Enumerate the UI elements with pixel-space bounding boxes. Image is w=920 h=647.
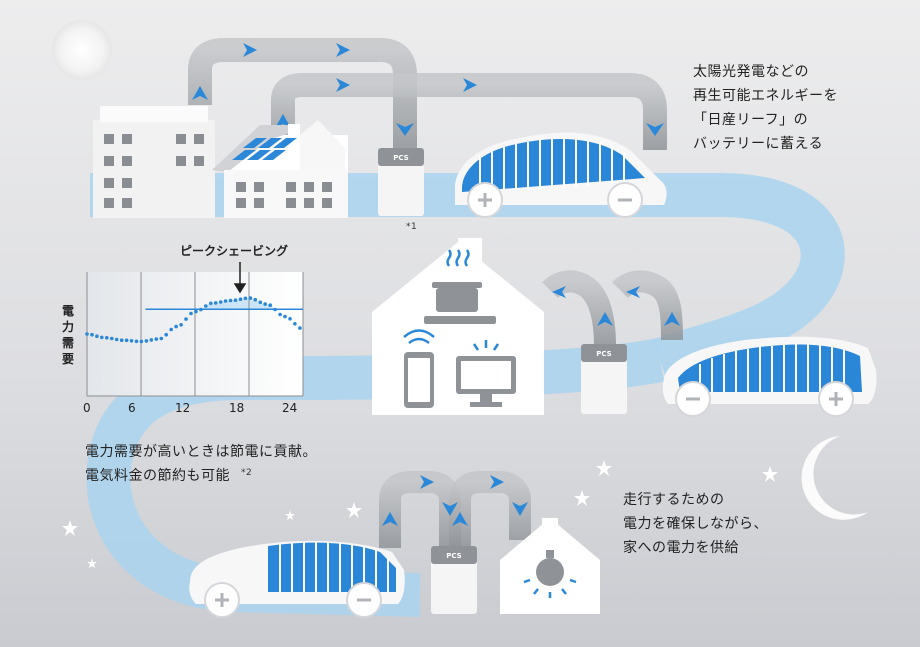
footnote-2: *2 — [241, 468, 253, 478]
star-icon — [62, 460, 778, 568]
moon-icon — [801, 436, 868, 520]
data-point — [90, 332, 94, 337]
power-pipes-bottom — [379, 471, 531, 548]
office-building — [93, 106, 215, 218]
data-point — [105, 336, 109, 340]
plus-icon — [829, 392, 843, 406]
steam-icon — [446, 249, 470, 267]
ev-car-2 — [662, 336, 877, 417]
sun-icon — [52, 20, 112, 80]
light-bulb-icon — [523, 550, 577, 598]
data-point — [248, 296, 253, 300]
data-point — [288, 317, 292, 321]
x-tick-4: 24 — [282, 401, 298, 415]
data-point — [114, 337, 119, 342]
pcs-unit-3 — [431, 546, 477, 614]
pcs-label-3: PCS — [446, 552, 461, 560]
x-tick-2: 12 — [175, 401, 191, 415]
chart-title: ピークシェービング — [180, 244, 289, 258]
data-point — [144, 339, 149, 343]
data-point — [298, 326, 302, 330]
data-point — [189, 311, 193, 316]
x-tick-0: 0 — [83, 401, 91, 415]
data-point — [213, 301, 218, 305]
arrow-icons-middle — [552, 286, 680, 326]
data-point — [273, 307, 277, 312]
data-point — [100, 335, 104, 340]
data-point — [204, 304, 208, 308]
data-point — [209, 301, 213, 306]
data-point — [154, 337, 159, 341]
arrow-down-icon — [233, 262, 247, 294]
data-point — [253, 297, 258, 302]
arrow-icons-bottom — [382, 475, 528, 526]
data-point — [149, 338, 154, 342]
data-point — [134, 339, 139, 344]
data-point — [95, 334, 99, 339]
power-pipes-top — [188, 38, 667, 150]
data-point — [243, 296, 248, 301]
data-point — [110, 336, 114, 341]
data-point — [268, 303, 273, 308]
data-point — [258, 300, 263, 305]
data-point — [223, 299, 228, 303]
data-point — [184, 317, 188, 321]
ev-car-3 — [189, 540, 405, 618]
monitor-icon — [456, 356, 516, 407]
data-point — [218, 300, 223, 304]
data-point — [199, 307, 203, 312]
x-tick-3: 18 — [229, 401, 245, 415]
data-point — [179, 323, 183, 327]
data-point — [278, 312, 282, 317]
caption-middle-left: 電力需要が高いときは節電に貢献。 電気料金の節約も可能 — [85, 444, 317, 484]
data-point — [119, 338, 124, 343]
data-point — [283, 314, 287, 319]
data-point — [139, 339, 144, 344]
smart-home — [372, 238, 544, 415]
data-point — [194, 309, 198, 314]
solar-panels — [232, 138, 297, 160]
data-point — [169, 327, 173, 332]
solar-house — [212, 120, 348, 218]
data-point — [228, 298, 233, 303]
ev-car-1 — [455, 132, 667, 218]
chart-ylabel: 電力需要 — [62, 304, 75, 366]
pcs-label-1: PCS — [393, 154, 408, 162]
smartphone-icon — [404, 352, 434, 408]
data-point — [164, 332, 168, 337]
plus-icon — [478, 193, 492, 207]
x-tick-1: 6 — [128, 401, 136, 415]
pcs-label-2: PCS — [596, 350, 611, 358]
pot-icon — [424, 282, 496, 324]
signal-icon — [472, 340, 500, 351]
data-point — [238, 297, 243, 302]
data-point — [124, 338, 129, 343]
plus-icon — [215, 593, 229, 607]
pcs-unit-2 — [581, 344, 627, 414]
caption-top-right: 太陽光発電などの 再生可能エネルギーを 「日産リーフ」の バッテリーに蓄える — [693, 64, 838, 152]
caption-bottom-right: 走行するための 電力を確保しながら、 家への電力を供給 — [623, 492, 768, 556]
arrow-icons-top — [192, 43, 664, 136]
wifi-icon — [403, 329, 435, 345]
data-point — [159, 336, 164, 341]
pcs-unit-1 — [378, 148, 424, 216]
data-point — [293, 322, 297, 326]
data-point — [85, 332, 89, 336]
footnote-1: *1 — [406, 222, 418, 232]
data-point — [174, 324, 178, 329]
power-pipes-middle — [542, 270, 683, 347]
data-point — [263, 302, 268, 306]
demand-chart — [85, 262, 304, 397]
data-point — [233, 298, 238, 303]
data-point — [129, 339, 134, 343]
